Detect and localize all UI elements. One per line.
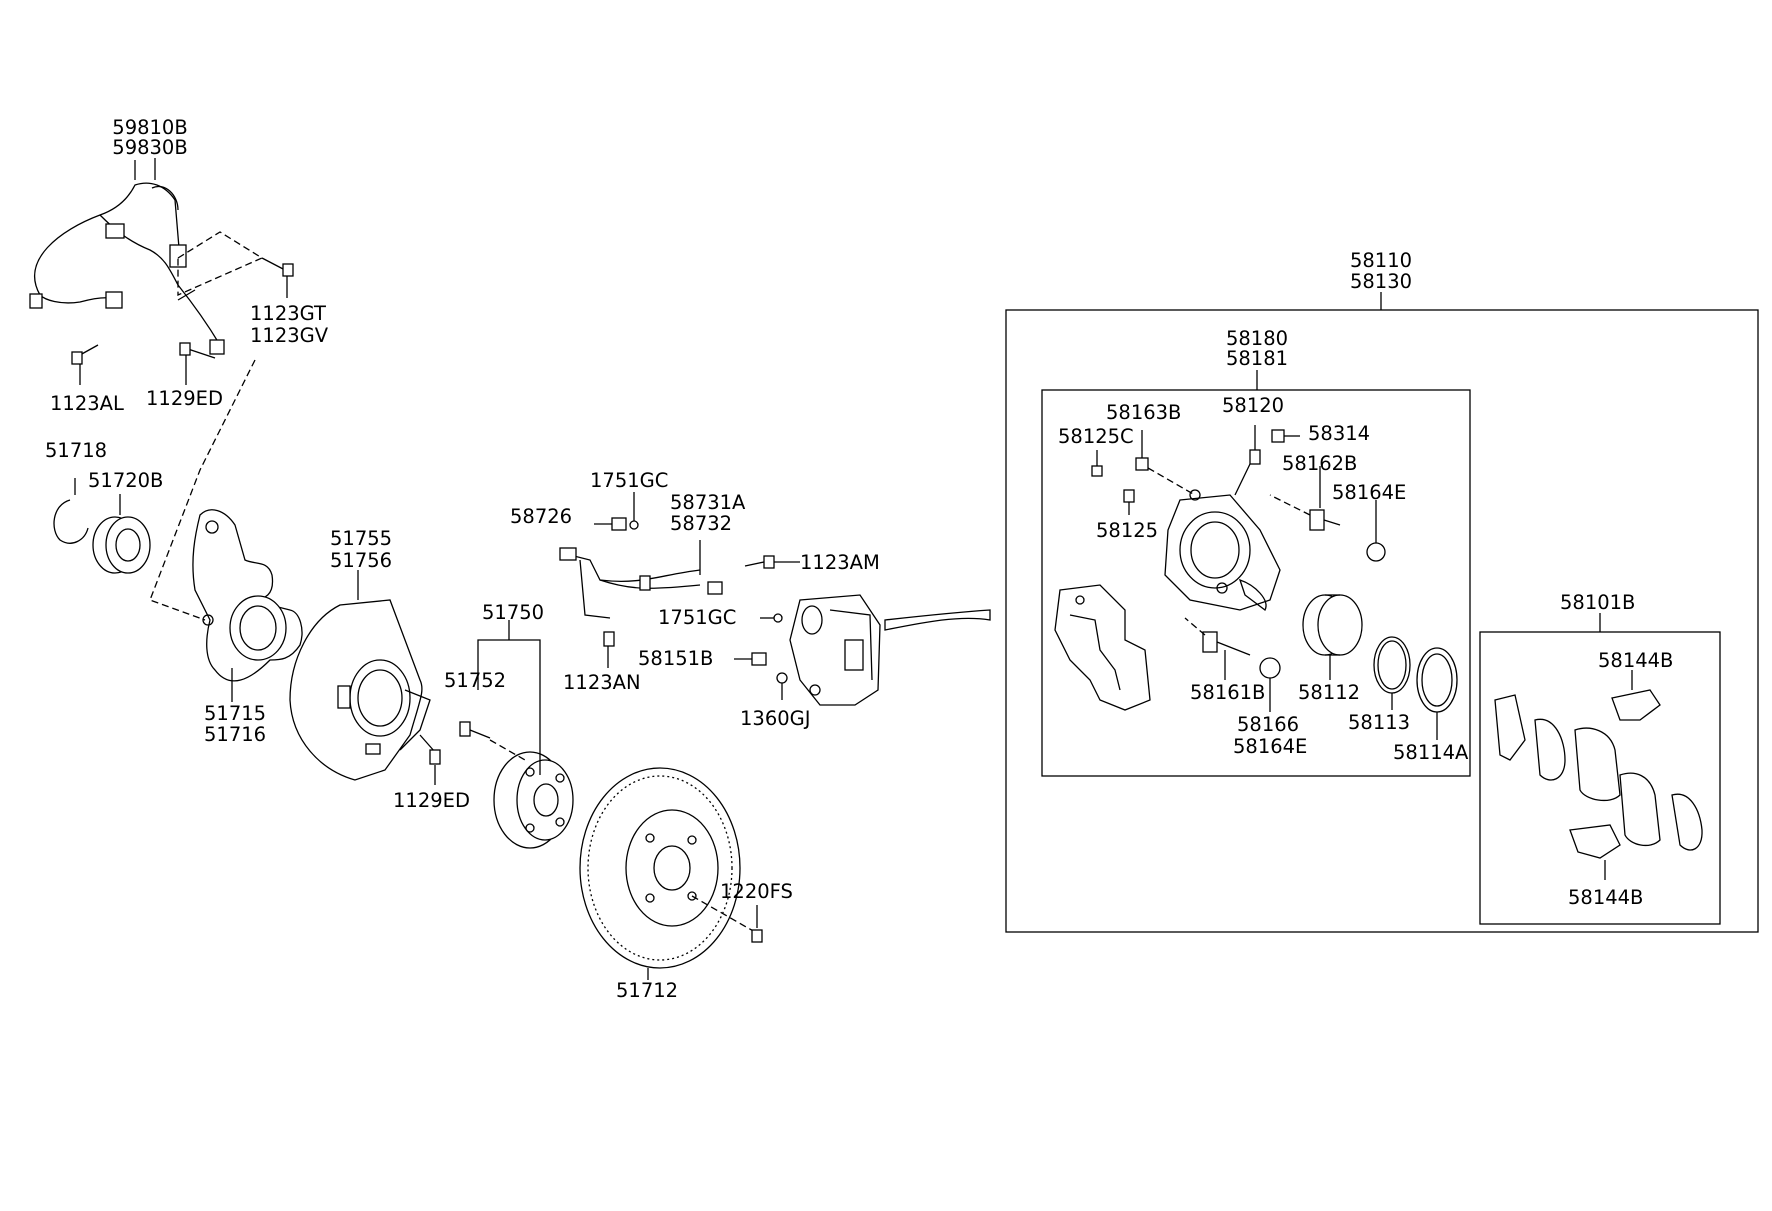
part-number-58166: 58166 xyxy=(1237,713,1300,736)
snap-ring-icon xyxy=(53,499,89,544)
bolt-58151b-icon xyxy=(734,652,767,666)
caliper-bracket-icon xyxy=(1054,584,1151,711)
hub-bolt-icon xyxy=(459,721,491,739)
part-number-1123am: 1123AM xyxy=(800,551,880,574)
part-number-59810b: 59810B xyxy=(112,116,188,139)
pad-clip-top-icon xyxy=(1611,670,1661,721)
bolt-1123am-icon xyxy=(744,555,800,569)
part-number-1751gc-bottom: 1751GC xyxy=(658,606,737,629)
guide-rod-58162b-icon xyxy=(1269,466,1341,531)
sensor-dash-outline xyxy=(177,231,264,296)
caliper-body-box xyxy=(1041,389,1471,777)
part-number-1123gv: 1123GV xyxy=(250,324,329,347)
part-number-58110: 58110 xyxy=(1349,249,1413,272)
part-number-51716: 51716 xyxy=(204,723,267,746)
piston-seal-58113-icon xyxy=(1373,636,1411,710)
part-number-58163b: 58163B xyxy=(1106,401,1182,424)
part-number-51720b: 51720B xyxy=(88,469,164,492)
bolt-1123an-icon xyxy=(603,631,615,668)
part-number-58731a: 58731A xyxy=(670,491,746,514)
part-number-58726: 58726 xyxy=(510,505,573,528)
clip-1751gc-top-icon xyxy=(629,492,639,530)
knuckle-dash-leader xyxy=(149,359,256,621)
wheel-hub-icon xyxy=(493,751,574,849)
part-number-51752: 51752 xyxy=(444,669,507,692)
part-number-59830b: 59830B xyxy=(112,136,188,159)
dust-cover-icon xyxy=(289,599,431,781)
part-number-51715: 51715 xyxy=(204,702,267,725)
guide-rod-58161b-icon xyxy=(1184,617,1251,680)
pin-58125-icon xyxy=(1123,489,1135,515)
screw-1220fs-icon xyxy=(691,895,763,943)
assembly-arrow xyxy=(884,609,991,631)
bracket-58726-icon xyxy=(594,517,627,531)
part-number-58130: 58130 xyxy=(1349,270,1413,293)
gasket-1360gj-icon xyxy=(776,672,788,700)
part-number-58125: 58125 xyxy=(1096,519,1159,542)
bleeder-cap-58163b-icon xyxy=(1135,430,1196,496)
part-number-51755: 51755 xyxy=(330,527,393,550)
part-number-58161b: 58161B xyxy=(1190,681,1266,704)
part-number-58164e-bottom: 58164E xyxy=(1233,735,1308,758)
piston-boot-58114a-icon xyxy=(1416,647,1458,740)
piston-58112-icon xyxy=(1302,594,1363,680)
brake-disc-icon xyxy=(579,767,741,969)
pad-clip-bottom-icon xyxy=(1569,824,1621,880)
steering-knuckle-icon xyxy=(192,509,303,682)
part-number-1123gt: 1123GT xyxy=(250,302,326,325)
part-number-58101b: 58101B xyxy=(1560,591,1636,614)
caliper-housing-icon xyxy=(1164,489,1281,611)
part-number-1129ed-bottom: 1129ED xyxy=(393,789,470,812)
part-number-1751gc-top: 1751GC xyxy=(590,469,669,492)
part-number-58314: 58314 xyxy=(1308,422,1371,445)
part-number-58151b: 58151B xyxy=(638,647,714,670)
clip-1751gc-bottom-icon xyxy=(760,613,783,623)
part-number-58144b-bottom: 58144B xyxy=(1568,886,1644,909)
part-number-58114a: 58114A xyxy=(1393,741,1469,764)
bolt-1129ed-top-icon xyxy=(179,342,216,359)
bolt-1123gt-icon xyxy=(261,257,294,277)
brake-pad-icon xyxy=(1494,694,1703,851)
bushing-58164e-top-icon xyxy=(1366,500,1386,562)
part-number-58732: 58732 xyxy=(670,512,733,535)
part-number-1123an: 1123AN xyxy=(563,671,641,694)
bolt-1129ed-bottom-icon xyxy=(419,734,441,765)
boot-58125c-icon xyxy=(1091,450,1103,477)
bleeder-screw-58120-icon xyxy=(1234,425,1261,496)
part-number-51756: 51756 xyxy=(330,549,393,572)
part-number-58113: 58113 xyxy=(1348,711,1411,734)
bushing-58166-icon xyxy=(1259,657,1281,712)
part-number-58180: 58180 xyxy=(1225,327,1289,350)
wheel-bearing-icon xyxy=(92,516,151,574)
caliper-assembly-box xyxy=(1005,309,1759,933)
part-number-51718: 51718 xyxy=(45,439,108,462)
part-number-51712: 51712 xyxy=(616,979,679,1002)
part-number-1123al: 1123AL xyxy=(50,392,124,415)
part-number-58112: 58112 xyxy=(1298,681,1361,704)
cap-58314-icon xyxy=(1271,429,1300,443)
part-number-58125c: 58125C xyxy=(1058,425,1134,448)
part-number-58144b-top: 58144B xyxy=(1598,649,1674,672)
brake-hose-icon xyxy=(559,547,723,619)
wheel-speed-sensor-harness xyxy=(29,160,225,355)
part-number-1220fs: 1220FS xyxy=(720,880,793,903)
part-number-58181: 58181 xyxy=(1225,347,1289,370)
part-number-1129ed-top: 1129ED xyxy=(146,387,223,410)
part-number-1360gj: 1360GJ xyxy=(740,707,811,730)
bolt-1123al-icon xyxy=(71,344,99,365)
part-number-58164e-top: 58164E xyxy=(1332,481,1407,504)
caliper-assembly-icon xyxy=(789,594,881,706)
part-number-58120: 58120 xyxy=(1222,394,1285,417)
part-number-58162b: 58162B xyxy=(1282,452,1358,475)
part-number-51750: 51750 xyxy=(482,601,545,624)
